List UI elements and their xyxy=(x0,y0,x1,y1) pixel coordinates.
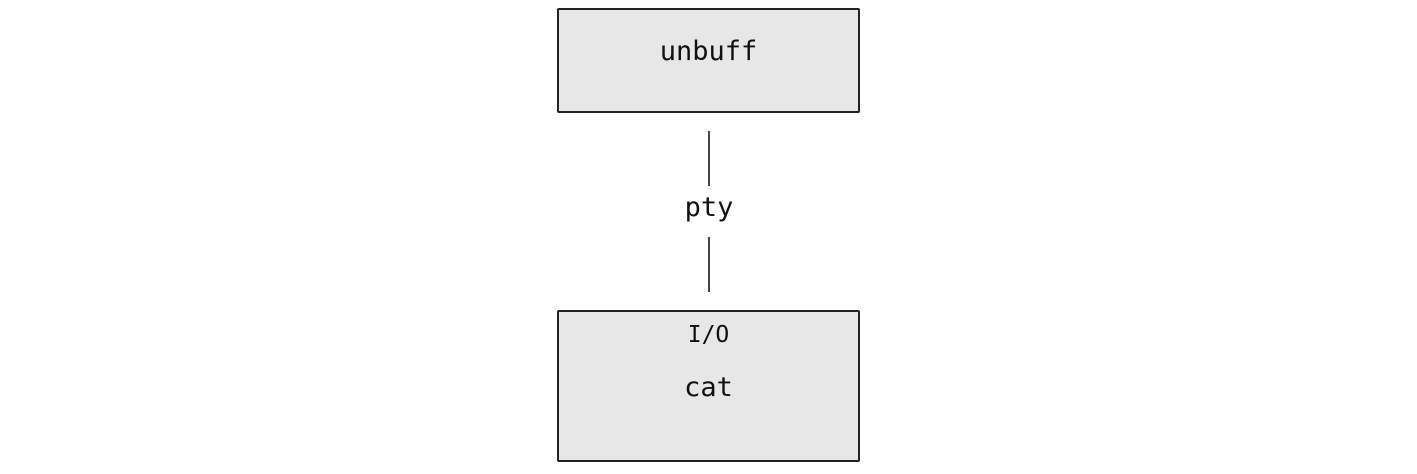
unbuff-process-label: unbuff xyxy=(659,36,758,67)
pty-connector-label: pty xyxy=(684,192,734,223)
connector-line-upper xyxy=(708,131,710,186)
cat-process-label: cat xyxy=(684,372,733,403)
cat-process-box: I/O cat xyxy=(557,310,860,462)
connector-line-lower xyxy=(708,237,710,292)
io-label: I/O xyxy=(687,322,730,348)
unbuff-process-box: unbuff xyxy=(557,8,860,113)
